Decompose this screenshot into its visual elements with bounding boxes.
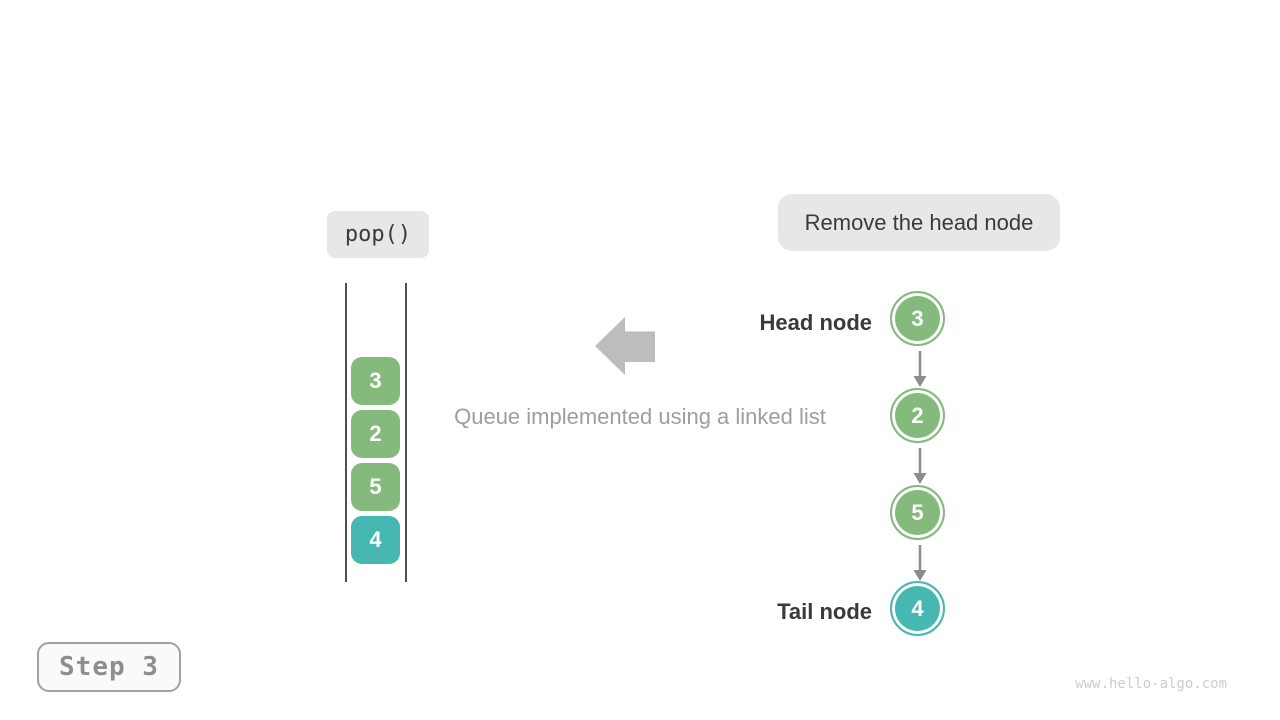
caption-text: Queue implemented using a linked list — [454, 404, 826, 429]
link-arrows — [913, 351, 927, 581]
queue-item: 2 — [351, 410, 400, 458]
queue-item: 3 — [351, 357, 400, 405]
list-node-value: 4 — [911, 595, 924, 621]
pop-operation-badge: pop() — [327, 211, 429, 258]
left-block-arrow-icon — [595, 317, 655, 375]
step-badge: Step 3 — [37, 642, 181, 692]
watermark: www.hello-algo.com — [1075, 676, 1227, 692]
list-node: 3 — [890, 291, 945, 346]
queue-container-right-wall — [405, 283, 407, 582]
list-node: 5 — [890, 485, 945, 540]
list-node-value: 3 — [911, 305, 924, 331]
queue-item: 5 — [351, 463, 400, 511]
list-node-value: 5 — [911, 499, 924, 525]
queue-item: 4 — [351, 516, 400, 564]
queue-container-left-wall — [345, 283, 347, 582]
tail-node-label: Tail node — [777, 599, 872, 624]
list-node: 2 — [890, 388, 945, 443]
action-description-badge: Remove the head node — [778, 194, 1060, 251]
list-node: 4 — [890, 581, 945, 636]
head-node-label: Head node — [759, 310, 872, 335]
list-node-value: 2 — [911, 402, 924, 428]
